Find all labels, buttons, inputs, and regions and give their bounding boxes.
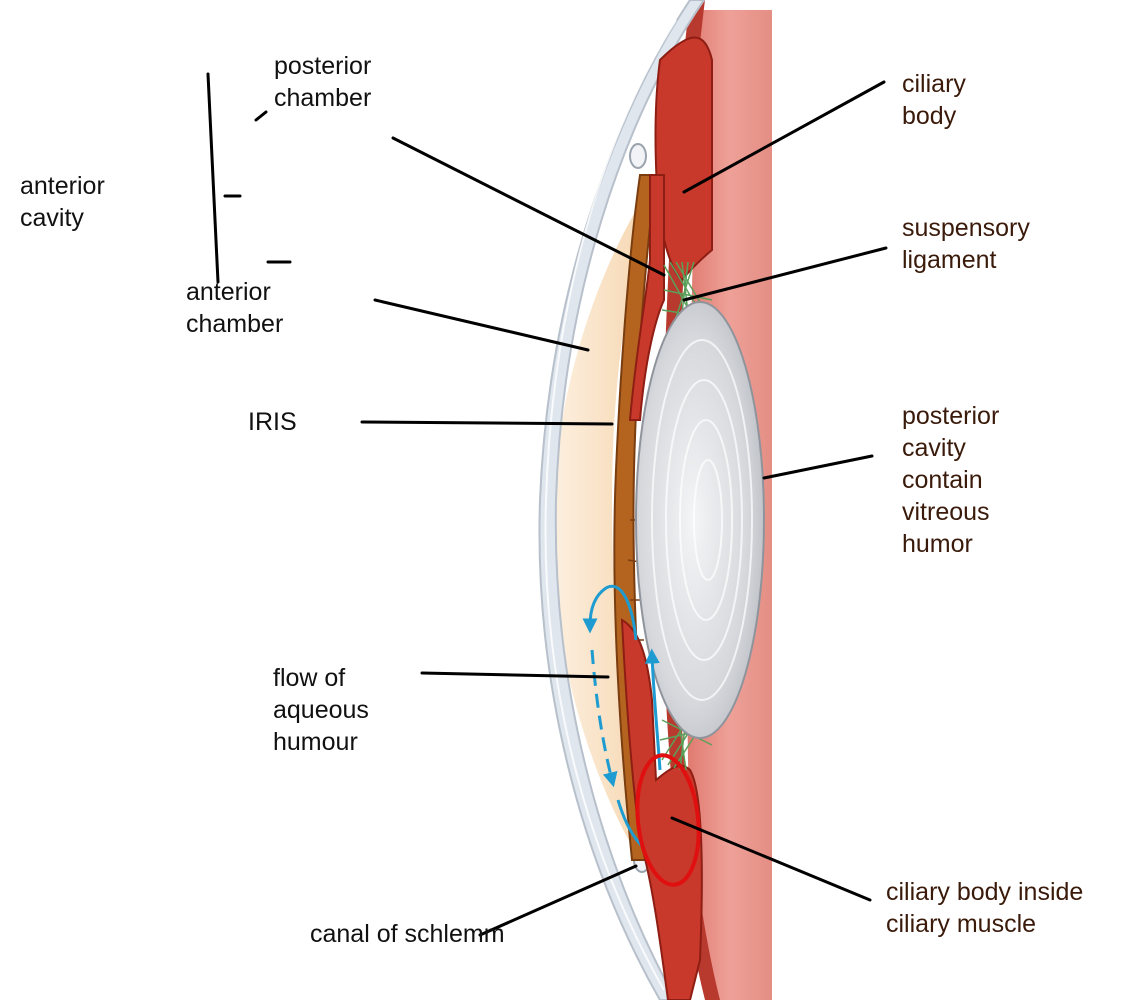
lens	[636, 302, 764, 738]
bracket-tick-posterior-chamber	[256, 112, 266, 120]
leader-anterior-chamber	[375, 300, 588, 350]
label-posterior-cavity: posterior cavity contain vitreous humor	[902, 400, 999, 560]
label-flow-of-aqueous-humour: flow of aqueous humour	[273, 662, 369, 758]
leader-posterior-cavity	[764, 456, 872, 478]
label-posterior-chamber: posterior chamber	[274, 50, 371, 114]
label-canal-of-schlemm: canal of schlemm	[310, 918, 505, 950]
label-anterior-cavity: anterior cavity	[20, 170, 105, 234]
label-iris: IRIS	[248, 406, 297, 438]
label-suspensory-ligament: suspensory ligament	[902, 212, 1030, 276]
leader-iris	[362, 422, 612, 424]
bracket-anterior-cavity	[208, 74, 218, 282]
label-ciliary-body-inside-ciliary-muscle: ciliary body inside ciliary muscle	[886, 876, 1124, 940]
schlemm-canal-upper	[630, 144, 646, 168]
label-anterior-chamber: anterior chamber	[186, 276, 283, 340]
label-ciliary-body: ciliary body	[902, 68, 966, 132]
